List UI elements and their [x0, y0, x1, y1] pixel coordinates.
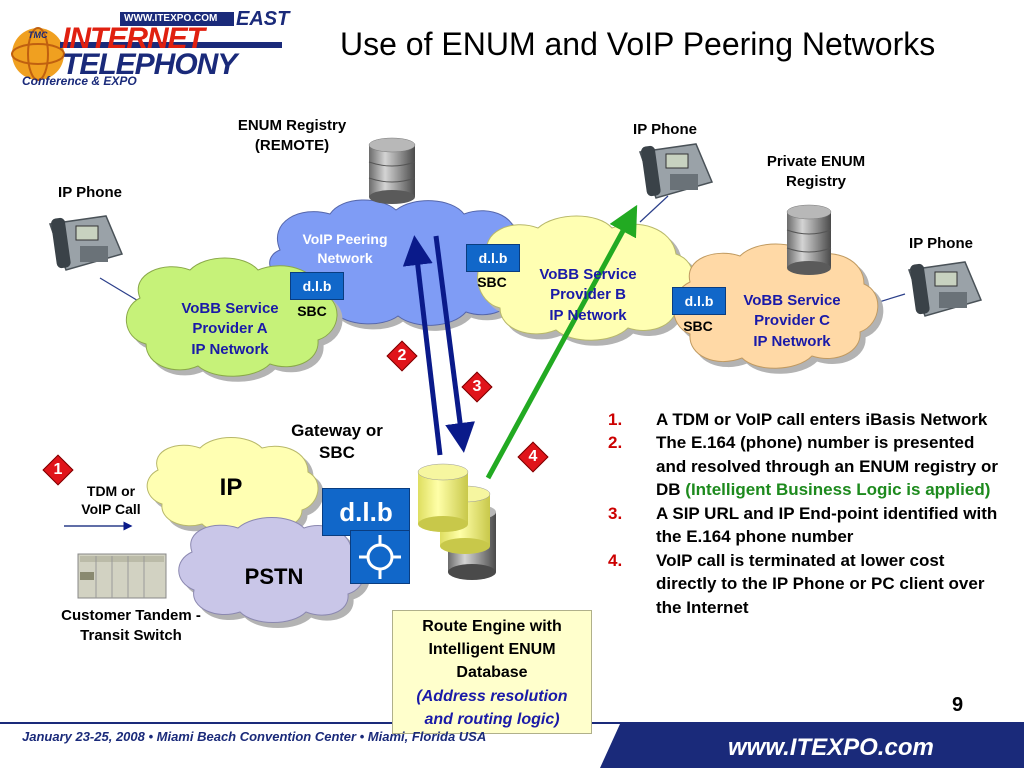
step-item: 2. The E.164 (phone) number is presented… [608, 433, 998, 500]
provider-c-label: VoBB Service Provider C IP Network [743, 292, 841, 350]
sbc-c-router-icon: d.l.b [672, 287, 726, 315]
tandem-label: Customer Tandem - Transit Switch [61, 607, 201, 644]
arrow-step-4 [485, 204, 638, 480]
logo-site: WWW.ITEXPO.COM [124, 13, 218, 24]
provider-b-label: VoBB Service Provider B IP Network [539, 266, 637, 324]
route-engine-box: Route Engine with Intelligent ENUM Datab… [392, 610, 592, 734]
route-engine-db-icon [417, 463, 496, 580]
gateway-router-icon: d.l.b [322, 488, 410, 536]
private-enum-db-icon [786, 204, 832, 275]
phone-b-link [639, 195, 669, 223]
footer-date: January 23-25, 2008 • Miami Beach Conven… [22, 729, 487, 744]
badge-3: 3 [463, 373, 491, 401]
globe-icon [12, 28, 64, 80]
ip-phone-right-icon [905, 260, 985, 331]
step-item: 1. A TDM or VoIP call enters iBasis Netw… [608, 410, 988, 429]
logo-line1: INTERNET [62, 22, 205, 55]
private-enum-label: Private ENUM Registry [766, 153, 866, 190]
gateway-switch-icon [350, 530, 410, 584]
pstn-cloud-label: PSTN [244, 564, 304, 589]
ip-cloud [146, 437, 319, 534]
steps-list: 1. A TDM or VoIP call enters iBasis Netw… [600, 408, 1000, 619]
footer-url: www.ITEXPO.com [728, 734, 934, 761]
tandem-switch-icon [77, 553, 167, 599]
sbc-a-label: SBC [297, 303, 327, 319]
sbc-b-router-icon: d.l.b [466, 244, 520, 272]
badge-2: 2 [388, 342, 416, 370]
provider-c-cloud [673, 243, 879, 369]
footer-url-band [600, 724, 1024, 768]
logo-tmc: TMC [28, 30, 48, 40]
ip-phone-right-label: IP Phone [909, 235, 973, 252]
badge-1: 1 [44, 456, 72, 484]
sbc-c-label: SBC [683, 318, 713, 334]
ip-phone-left-label: IP Phone [58, 184, 122, 201]
ip-phone-left-icon [46, 214, 126, 285]
logo-line3: Conference & EXPO [22, 74, 137, 88]
voip-peering-label: VoIP Peering Network [302, 231, 388, 266]
page-number: 9 [952, 694, 964, 716]
badge-4: 4 [519, 443, 547, 471]
enum-registry-label: ENUM Registry (REMOTE) [237, 117, 347, 154]
tdm-label: TDM or VoIP Call [81, 483, 141, 518]
arrow-step-3 [433, 235, 475, 453]
gateway-label: Gateway or SBC [291, 421, 383, 463]
ip-phone-top-icon [636, 142, 716, 213]
pstn-cloud [178, 517, 365, 623]
step-item: 4. VoIP call is terminated at lower cost… [608, 550, 985, 617]
logo-east: EAST [236, 8, 290, 30]
provider-a-cloud [125, 257, 338, 377]
logo: WWW.ITEXPO.COM EAST TMC INTERNET TELEPHO… [8, 8, 290, 90]
page-title: Use of ENUM and VoIP Peering Networks [340, 26, 936, 62]
ip-phone-top-label: IP Phone [633, 121, 697, 138]
provider-a-label: VoBB Service Provider A IP Network [181, 300, 279, 358]
enum-registry-db-icon [368, 137, 416, 204]
sbc-a-router-icon: d.l.b [290, 272, 344, 300]
sbc-b-label: SBC [477, 274, 507, 290]
logo-line2: TELEPHONY [62, 48, 237, 81]
ip-cloud-label: IP [219, 474, 243, 501]
arrow-step-2 [402, 235, 443, 456]
step-item: 3. A SIP URL and IP End-point identified… [608, 503, 998, 547]
